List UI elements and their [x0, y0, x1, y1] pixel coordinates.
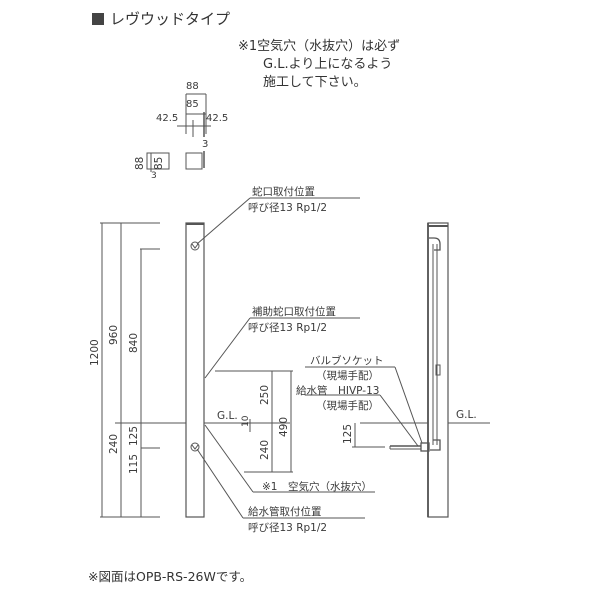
label-supply-pipe: 給水管 HIVP-13	[296, 385, 380, 397]
label-supply-pipe-note: （現場手配）	[316, 400, 379, 412]
dim-supply-from-gl: 125	[128, 425, 140, 446]
label-aux-faucet-size: 呼び径13 Rp1/2	[248, 322, 328, 334]
footer-note: ※図面はOPB-RS-26Wです。	[88, 569, 253, 584]
label-supply-size: 呼び径13 Rp1/2	[248, 522, 328, 534]
label-valve-socket-note: （現場手配）	[316, 370, 379, 382]
bullet-square-icon	[92, 13, 104, 25]
dim-below-gl: 240	[108, 433, 120, 454]
dim-inner-width: 85	[186, 99, 199, 110]
dim-hole-offset: 10	[241, 415, 251, 427]
dim-side-wall: 3	[151, 171, 157, 181]
dim-outer-width: 88	[186, 81, 199, 92]
dim-right-offset: 42.5	[206, 113, 229, 124]
label-faucet-size: 呼び径13 Rp1/2	[248, 202, 328, 214]
dim-detail-below-gl: 240	[259, 439, 271, 460]
dim-upper-height: 960	[108, 324, 120, 345]
dim-side-pipe-below-gl: 125	[342, 423, 354, 444]
label-faucet-position: 蛇口取付位置	[252, 186, 315, 198]
dim-wall: 3	[202, 139, 209, 150]
dim-side-inner: 85	[153, 156, 165, 170]
section-title: レヴウッドタイプ	[92, 8, 230, 29]
title-text: レヴウッドタイプ	[110, 10, 231, 28]
label-aux-faucet-position: 補助蛇口取付位置	[252, 306, 336, 318]
label-supply-position: 給水管取付位置	[248, 506, 322, 518]
dim-supply-from-bottom: 115	[128, 453, 140, 474]
dim-detail-above-gl: 250	[259, 384, 271, 405]
dim-left-offset: 42.5	[156, 113, 179, 124]
label-gl-side: G.L.	[456, 409, 477, 421]
label-gl-front: G.L.	[217, 410, 238, 422]
dim-detail-total: 490	[278, 416, 290, 437]
note-line-3: 施工して下さい。	[263, 75, 367, 90]
note-line-1: ※1空気穴（水抜穴）は必ず	[238, 39, 401, 54]
dim-faucet-height: 840	[128, 332, 140, 353]
dim-side-outer: 88	[134, 156, 146, 170]
label-air-hole: ※1 空気穴（水抜穴）	[262, 481, 372, 493]
label-valve-socket: バルブソケット	[310, 355, 384, 367]
dim-total-height: 1200	[89, 339, 101, 366]
note-line-2: G.L.より上になるよう	[263, 57, 393, 72]
